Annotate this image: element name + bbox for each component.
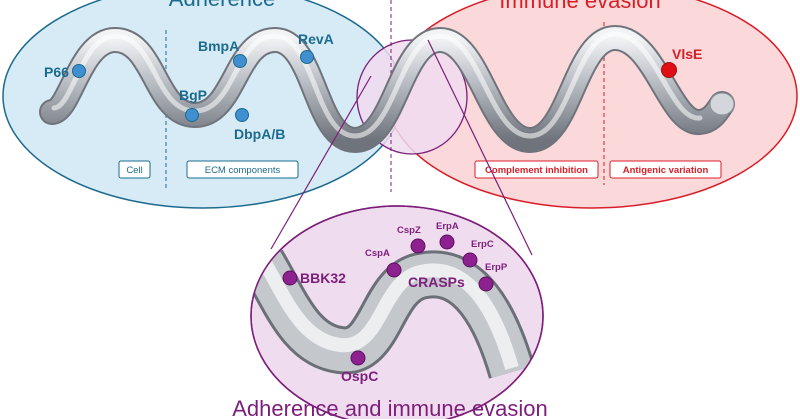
zoom-tube-highlight [256,254,519,370]
dbpab-dot [235,108,249,122]
p66-label: P66 [44,64,69,80]
dbpab-label: DbpA/B [234,126,285,142]
reva-label: RevA [298,31,334,47]
erpa-dot [439,234,455,250]
bottom-title: Adherence and immune evasion [232,396,548,419]
cell-tag: Cell [126,165,142,176]
bmpa-label: BmpA [198,38,239,54]
cspz-label: CspZ [397,225,421,236]
erpc-label: ErpC [471,239,494,250]
zoom-line-right [427,39,533,256]
antigenic-tag: Antigenic variation [623,165,709,176]
p66-dot [72,64,86,78]
erpp-dot [478,276,494,292]
erpp-label: ErpP [485,262,508,273]
vlse-dot [661,62,677,78]
bgp-dot [185,108,199,122]
ospc-dot [350,350,366,366]
erpc-dot [462,252,478,268]
cell-tag-box [118,160,151,179]
zoom-ellipse-outline [250,205,544,419]
spirochete-highlight [51,31,703,139]
reva-dot [300,50,314,64]
antigenic-tag-box [609,160,722,179]
ospc-label: OspC [341,368,378,384]
vlse-label: VlsE [672,46,702,62]
cspa-label: CspA [365,248,390,259]
ecm-tag-box [186,160,299,179]
cspz-dot [410,238,426,254]
erpa-label: ErpA [436,221,459,232]
immune-evasion-title: Immune evasion [499,0,660,13]
zoom-line-left [270,75,372,250]
crasps-label: CRASPs [408,274,465,290]
ecm-tag: ECM components [205,165,281,176]
complement-tag: Complement inhibition [485,165,588,176]
bmpa-dot [233,54,247,68]
cspa-dot [386,262,402,278]
complement-tag-box [474,160,599,179]
spirochete-tip [709,92,735,116]
bbk32-dot [282,270,298,286]
adherence-title: Adherence [169,0,275,11]
bgp-label: BgP [179,87,207,103]
bbk32-label: BBK32 [300,270,346,286]
